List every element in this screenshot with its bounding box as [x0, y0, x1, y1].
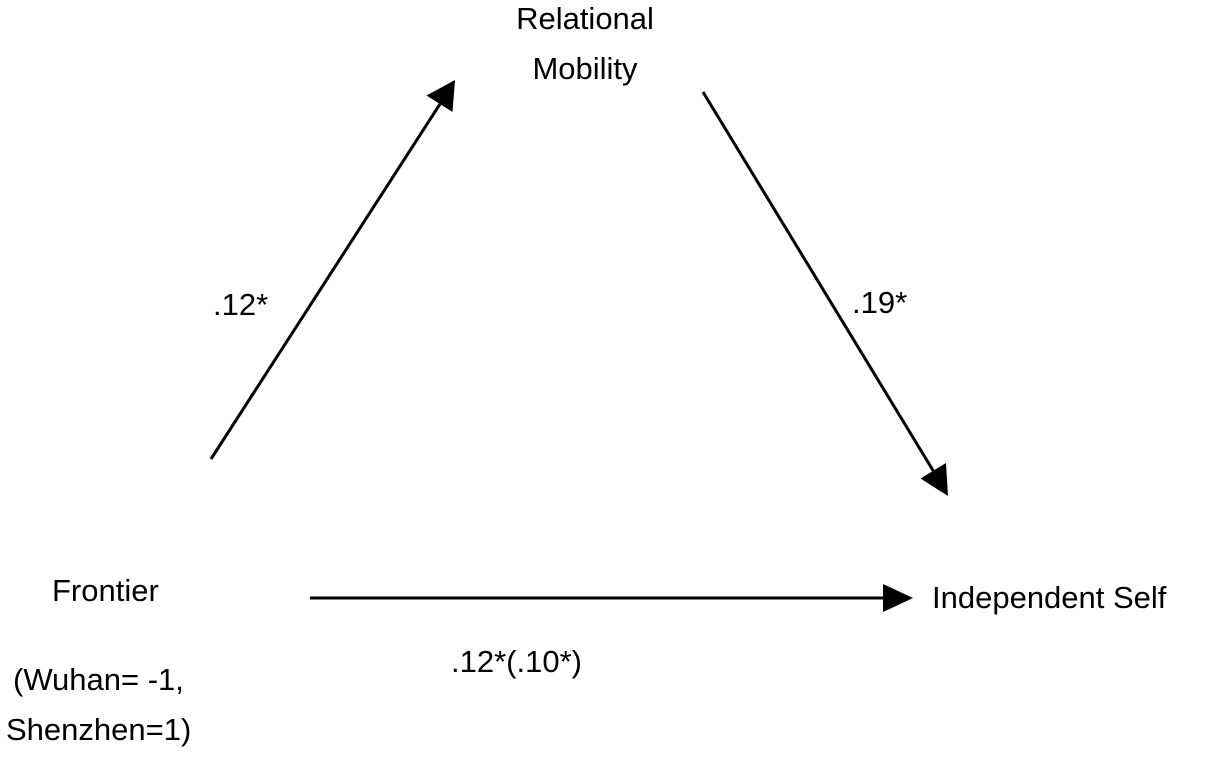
path-b-coefficient: .19* [852, 285, 908, 320]
path-a-arrowhead [426, 80, 455, 112]
mediator-node-label: Relational Mobility [475, 0, 695, 93]
mediator-label-line-2: Mobility [532, 50, 638, 86]
mediator-label-line-1: Relational [516, 1, 654, 36]
path-a-arrow-line [209, 103, 442, 460]
path-c-coefficient: .12*(.10*) [451, 644, 582, 679]
predictor-coding-line-2: Shenzhen=1) [6, 712, 192, 747]
path-a-coefficient: .12* [213, 287, 269, 322]
outcome-node-label: Independent Self [932, 580, 1167, 615]
predictor-coding-line-1: (Wuhan= -1, [13, 662, 184, 697]
path-b-arrow-line [701, 91, 936, 473]
path-c-arrowhead [883, 584, 913, 612]
path-b-arrowhead [920, 463, 948, 496]
predictor-coding-label: (Wuhan= -1, Shenzhen=1) [6, 655, 191, 755]
predictor-node-label: Frontier [52, 573, 159, 608]
